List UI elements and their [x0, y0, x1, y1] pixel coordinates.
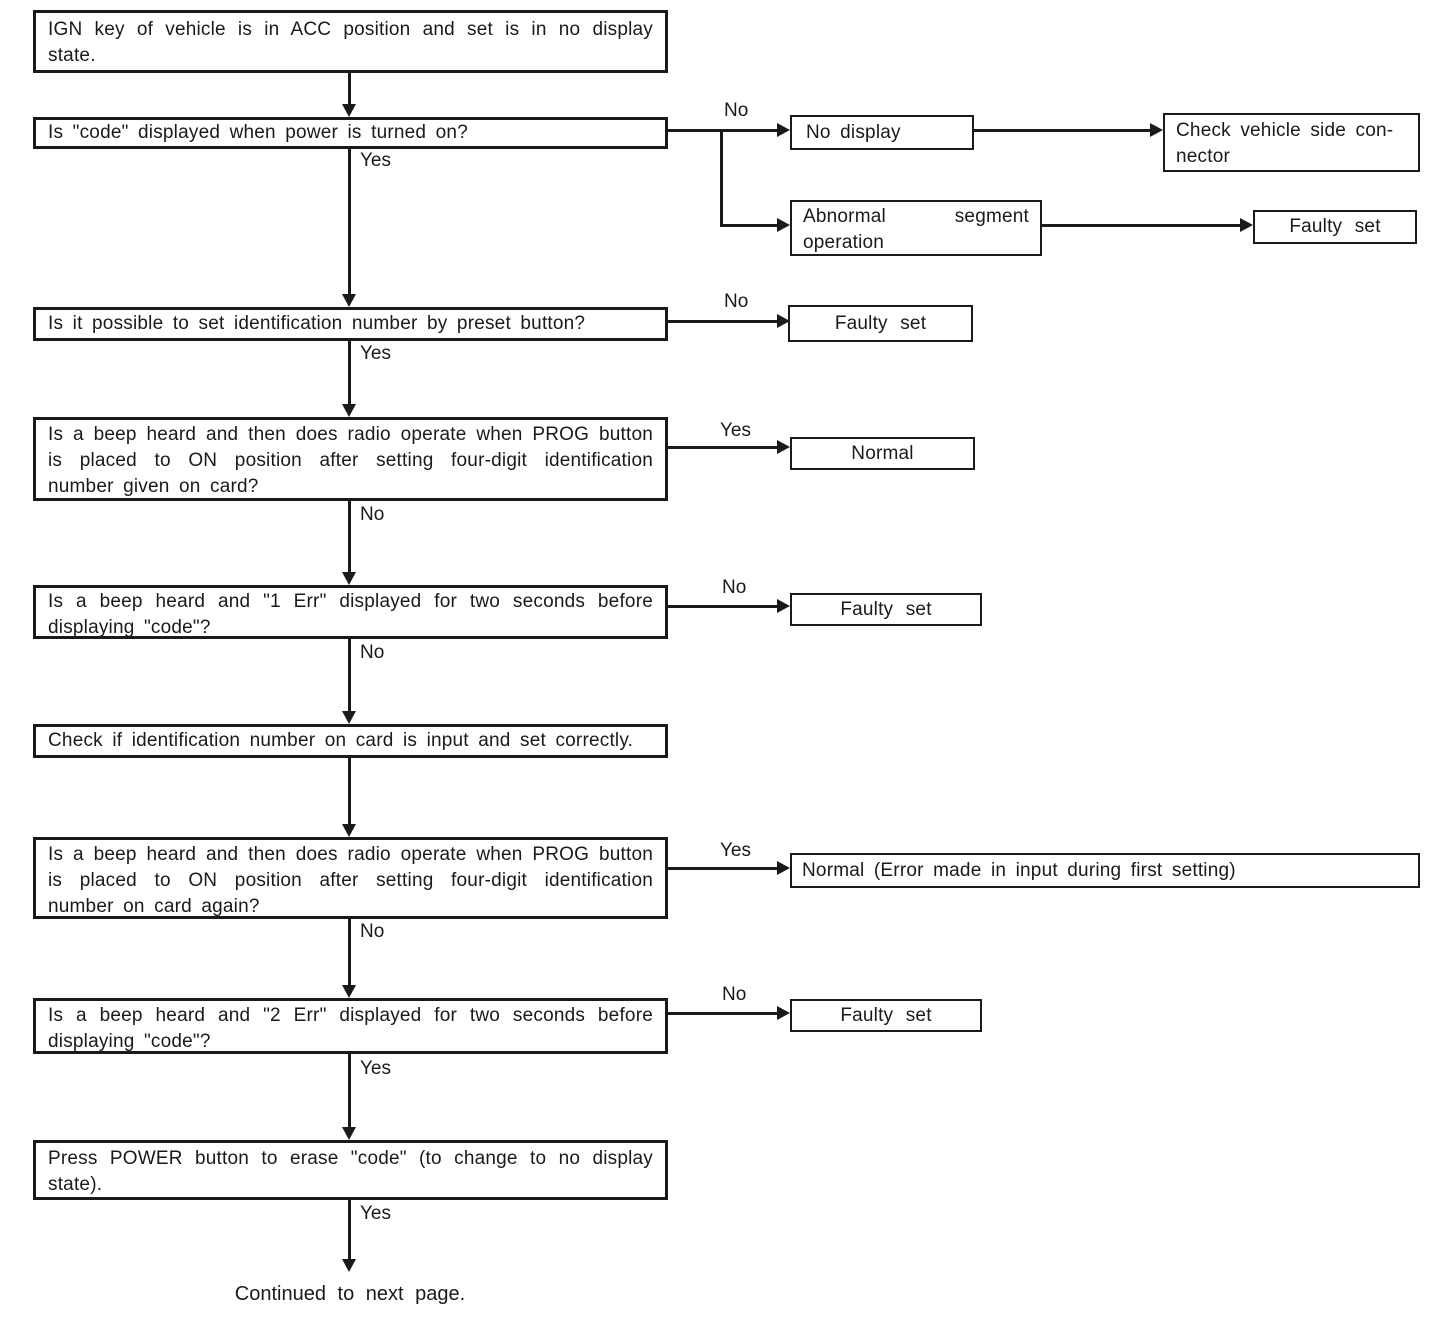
flow-edge: [348, 758, 351, 825]
flow-box-question-1err: Is a beep heard and "1 Err" displayed fo…: [33, 585, 668, 639]
flow-box-normal: Normal: [790, 437, 975, 470]
arrow-head-down: [342, 104, 356, 117]
arrow-head-right: [777, 1006, 790, 1020]
flow-box-start: IGN key of vehicle is in ACC position an…: [33, 10, 668, 73]
flow-box-check-vehicle-connector: Check vehicle side con- nector: [1163, 113, 1420, 172]
flow-edge: [348, 919, 351, 986]
arrow-head-down: [342, 1127, 356, 1140]
flow-box-question-beep-again: Is a beep heard and then does radio oper…: [33, 837, 668, 919]
flow-box-faulty-set-1: Faulty set: [1253, 210, 1417, 244]
arrow-head-down: [342, 824, 356, 837]
flow-edge: [348, 72, 351, 105]
arrow-head-right: [1240, 218, 1253, 232]
arrow-head-right: [777, 314, 790, 328]
flow-edge: [348, 1054, 351, 1128]
flow-edge: [1042, 224, 1242, 227]
continued-note: Continued to next page.: [234, 1283, 466, 1305]
arrow-head-right: [777, 123, 790, 137]
branch-label-no: No: [722, 100, 751, 122]
flow-box-press-power: Press POWER button to erase "code" (to c…: [33, 1140, 668, 1200]
flow-edge: [667, 446, 779, 449]
flow-edge: [348, 501, 351, 573]
flow-box-check-id-number: Check if identification number on card i…: [33, 724, 668, 758]
flow-edge: [720, 224, 779, 227]
arrow-head-right: [777, 440, 790, 454]
arrow-head-right: [777, 599, 790, 613]
arrow-head-down: [342, 985, 356, 998]
flow-edge: [348, 148, 351, 295]
flow-box-faulty-set-4: Faulty set: [790, 999, 982, 1032]
branch-label-yes: Yes: [358, 1203, 393, 1225]
branch-label-no: No: [358, 921, 387, 943]
flow-edge: [720, 129, 723, 226]
flow-box-question-code-displayed: Is "code" displayed when power is turned…: [33, 117, 668, 149]
arrow-head-right: [777, 861, 790, 875]
arrow-head-right: [1150, 123, 1163, 137]
arrow-head-down: [342, 711, 356, 724]
flow-box-question-beep-card: Is a beep heard and then does radio oper…: [33, 417, 668, 501]
flow-box-abnormal-segment: Abnormal segment operation: [790, 200, 1042, 256]
flow-box-no-display: No display: [790, 115, 974, 150]
arrow-head-down: [342, 1259, 356, 1272]
branch-label-yes: Yes: [358, 343, 393, 365]
flow-box-faulty-set-3: Faulty set: [790, 593, 982, 626]
branch-label-yes: Yes: [358, 150, 393, 172]
flow-box-normal-first-setting-error: Normal (Error made in input during first…: [790, 853, 1420, 888]
flow-edge: [667, 605, 779, 608]
flow-edge: [667, 867, 779, 870]
flow-box-question-preset-button: Is it possible to set identification num…: [33, 307, 668, 341]
branch-label-no: No: [358, 642, 387, 664]
arrow-head-right: [777, 218, 790, 232]
branch-label-yes: Yes: [358, 1058, 393, 1080]
flow-edge: [667, 1012, 779, 1015]
branch-label-yes: Yes: [718, 840, 753, 862]
branch-label-no: No: [720, 577, 749, 599]
flow-box-faulty-set-2: Faulty set: [788, 305, 973, 342]
arrow-head-down: [342, 404, 356, 417]
flow-edge: [667, 320, 779, 323]
arrow-head-down: [342, 572, 356, 585]
branch-label-no: No: [720, 984, 749, 1006]
branch-label-yes: Yes: [718, 420, 753, 442]
flow-box-question-2err: Is a beep heard and "2 Err" displayed fo…: [33, 998, 668, 1054]
branch-label-no: No: [722, 291, 751, 313]
branch-label-no: No: [358, 504, 387, 526]
flow-edge: [348, 341, 351, 405]
flow-edge: [348, 1200, 351, 1260]
flow-edge: [973, 129, 1152, 132]
flow-edge: [667, 129, 779, 132]
flow-edge: [348, 639, 351, 712]
arrow-head-down: [342, 294, 356, 307]
